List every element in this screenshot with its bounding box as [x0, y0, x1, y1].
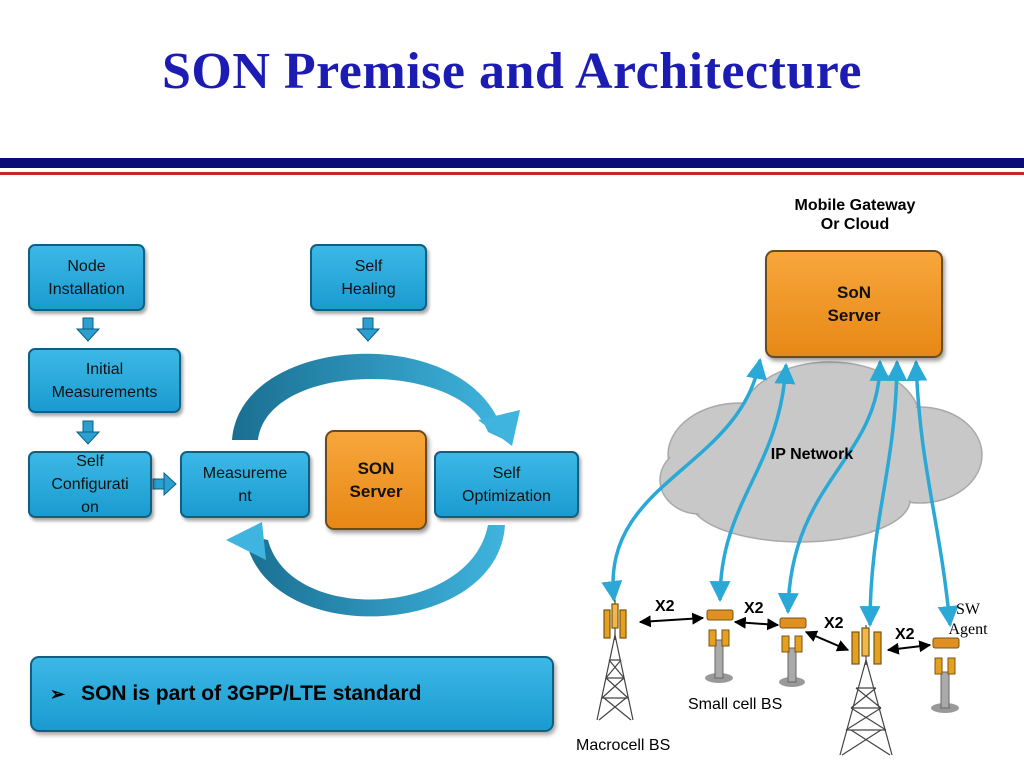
macrocell-tower-icon — [596, 600, 634, 721]
cycle-arc-bottom-head — [226, 522, 266, 560]
ip-network-label: IP Network — [770, 446, 854, 463]
measurement-box: Measureme nt — [180, 451, 310, 518]
small-cell-icon — [705, 609, 734, 683]
son-server-cloud-line2: Server — [827, 306, 881, 325]
measurement-label: Measureme nt — [202, 464, 288, 505]
sw-agent-label: SW Agent — [938, 600, 998, 640]
right-arrow-icon — [152, 471, 177, 497]
x2-label: X2 — [895, 626, 915, 643]
self-configuration-label: Self Configurati on — [51, 453, 129, 516]
cycle-arc-top — [232, 353, 505, 440]
x2-label: X2 — [655, 598, 675, 615]
banner-text: SON is part of 3GPP/LTE standard — [81, 682, 422, 705]
cycle-arc-top-head — [478, 410, 520, 446]
x2-links — [638, 612, 932, 655]
x2-label: X2 — [824, 615, 844, 632]
x2-label: X2 — [744, 600, 764, 617]
self-configuration-box: Self Configurati on — [28, 451, 152, 518]
gateway-label-line2: Or Cloud — [820, 216, 890, 233]
node-installation-label: Node Installation — [48, 257, 125, 298]
down-arrow-icon — [355, 317, 381, 342]
bullet-arrow-icon: ➢ — [50, 683, 66, 704]
small-cell-label: Small cell BS — [688, 696, 783, 713]
son-server-box: SON Server — [325, 430, 427, 530]
gateway-label-line1: Mobile Gateway — [794, 197, 916, 214]
down-arrow-icon — [75, 317, 101, 342]
small-cell-icon — [779, 617, 807, 687]
sw-agent-line2: Agent — [948, 621, 988, 638]
son-server-label: SON Server — [349, 459, 403, 501]
down-arrow-icon — [75, 420, 101, 445]
cycle-arc-bottom — [245, 525, 505, 617]
title-rule-navy — [0, 158, 1024, 168]
macrocell-tower-icon — [839, 625, 893, 756]
title-rule-red — [0, 172, 1024, 175]
initial-measurements-box: Initial Measurements — [28, 348, 181, 413]
son-server-cloud-line1: SoN — [837, 283, 871, 302]
page-title: SON Premise and Architecture — [161, 43, 863, 100]
son-server-cloud-box: SoN Server — [765, 250, 943, 358]
sw-agent-line1: SW — [956, 601, 980, 618]
self-optimization-box: Self Optimization — [434, 451, 579, 518]
standard-banner: ➢ SON is part of 3GPP/LTE standard — [30, 656, 554, 732]
node-installation-box: Node Installation — [28, 244, 145, 311]
self-healing-label: Self Healing — [341, 257, 396, 298]
initial-measurements-label: Initial Measurements — [51, 360, 158, 401]
network-links — [601, 357, 959, 628]
self-optimization-label: Self Optimization — [462, 464, 551, 505]
macrocell-label: Macrocell BS — [576, 737, 671, 754]
small-cell-icon — [931, 637, 960, 713]
self-healing-box: Self Healing — [310, 244, 427, 311]
gateway-label: Mobile Gateway Or Cloud — [760, 196, 950, 234]
